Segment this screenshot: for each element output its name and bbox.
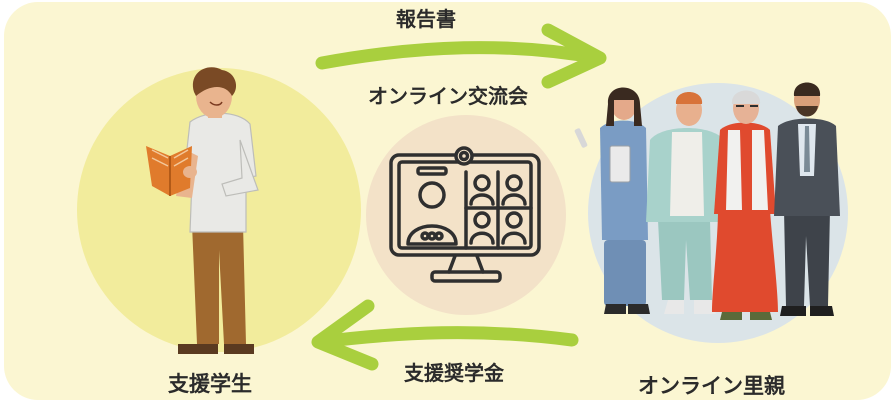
bottom-arrow [311,299,579,371]
center-node-label: オンライン交流会 [368,84,528,108]
video-conference-monitor-icon [389,146,541,283]
top-arrow-label: 報告書 [396,7,456,31]
left-node-label: 支援学生 [168,372,252,396]
right-node-label: オンライン里親 [638,374,785,398]
student-reading-illustration [146,67,259,354]
bottom-arrow-label: 支援奨学金 [404,361,504,385]
top-arrow [315,23,607,89]
foster-parents-group-illustration [574,82,840,320]
